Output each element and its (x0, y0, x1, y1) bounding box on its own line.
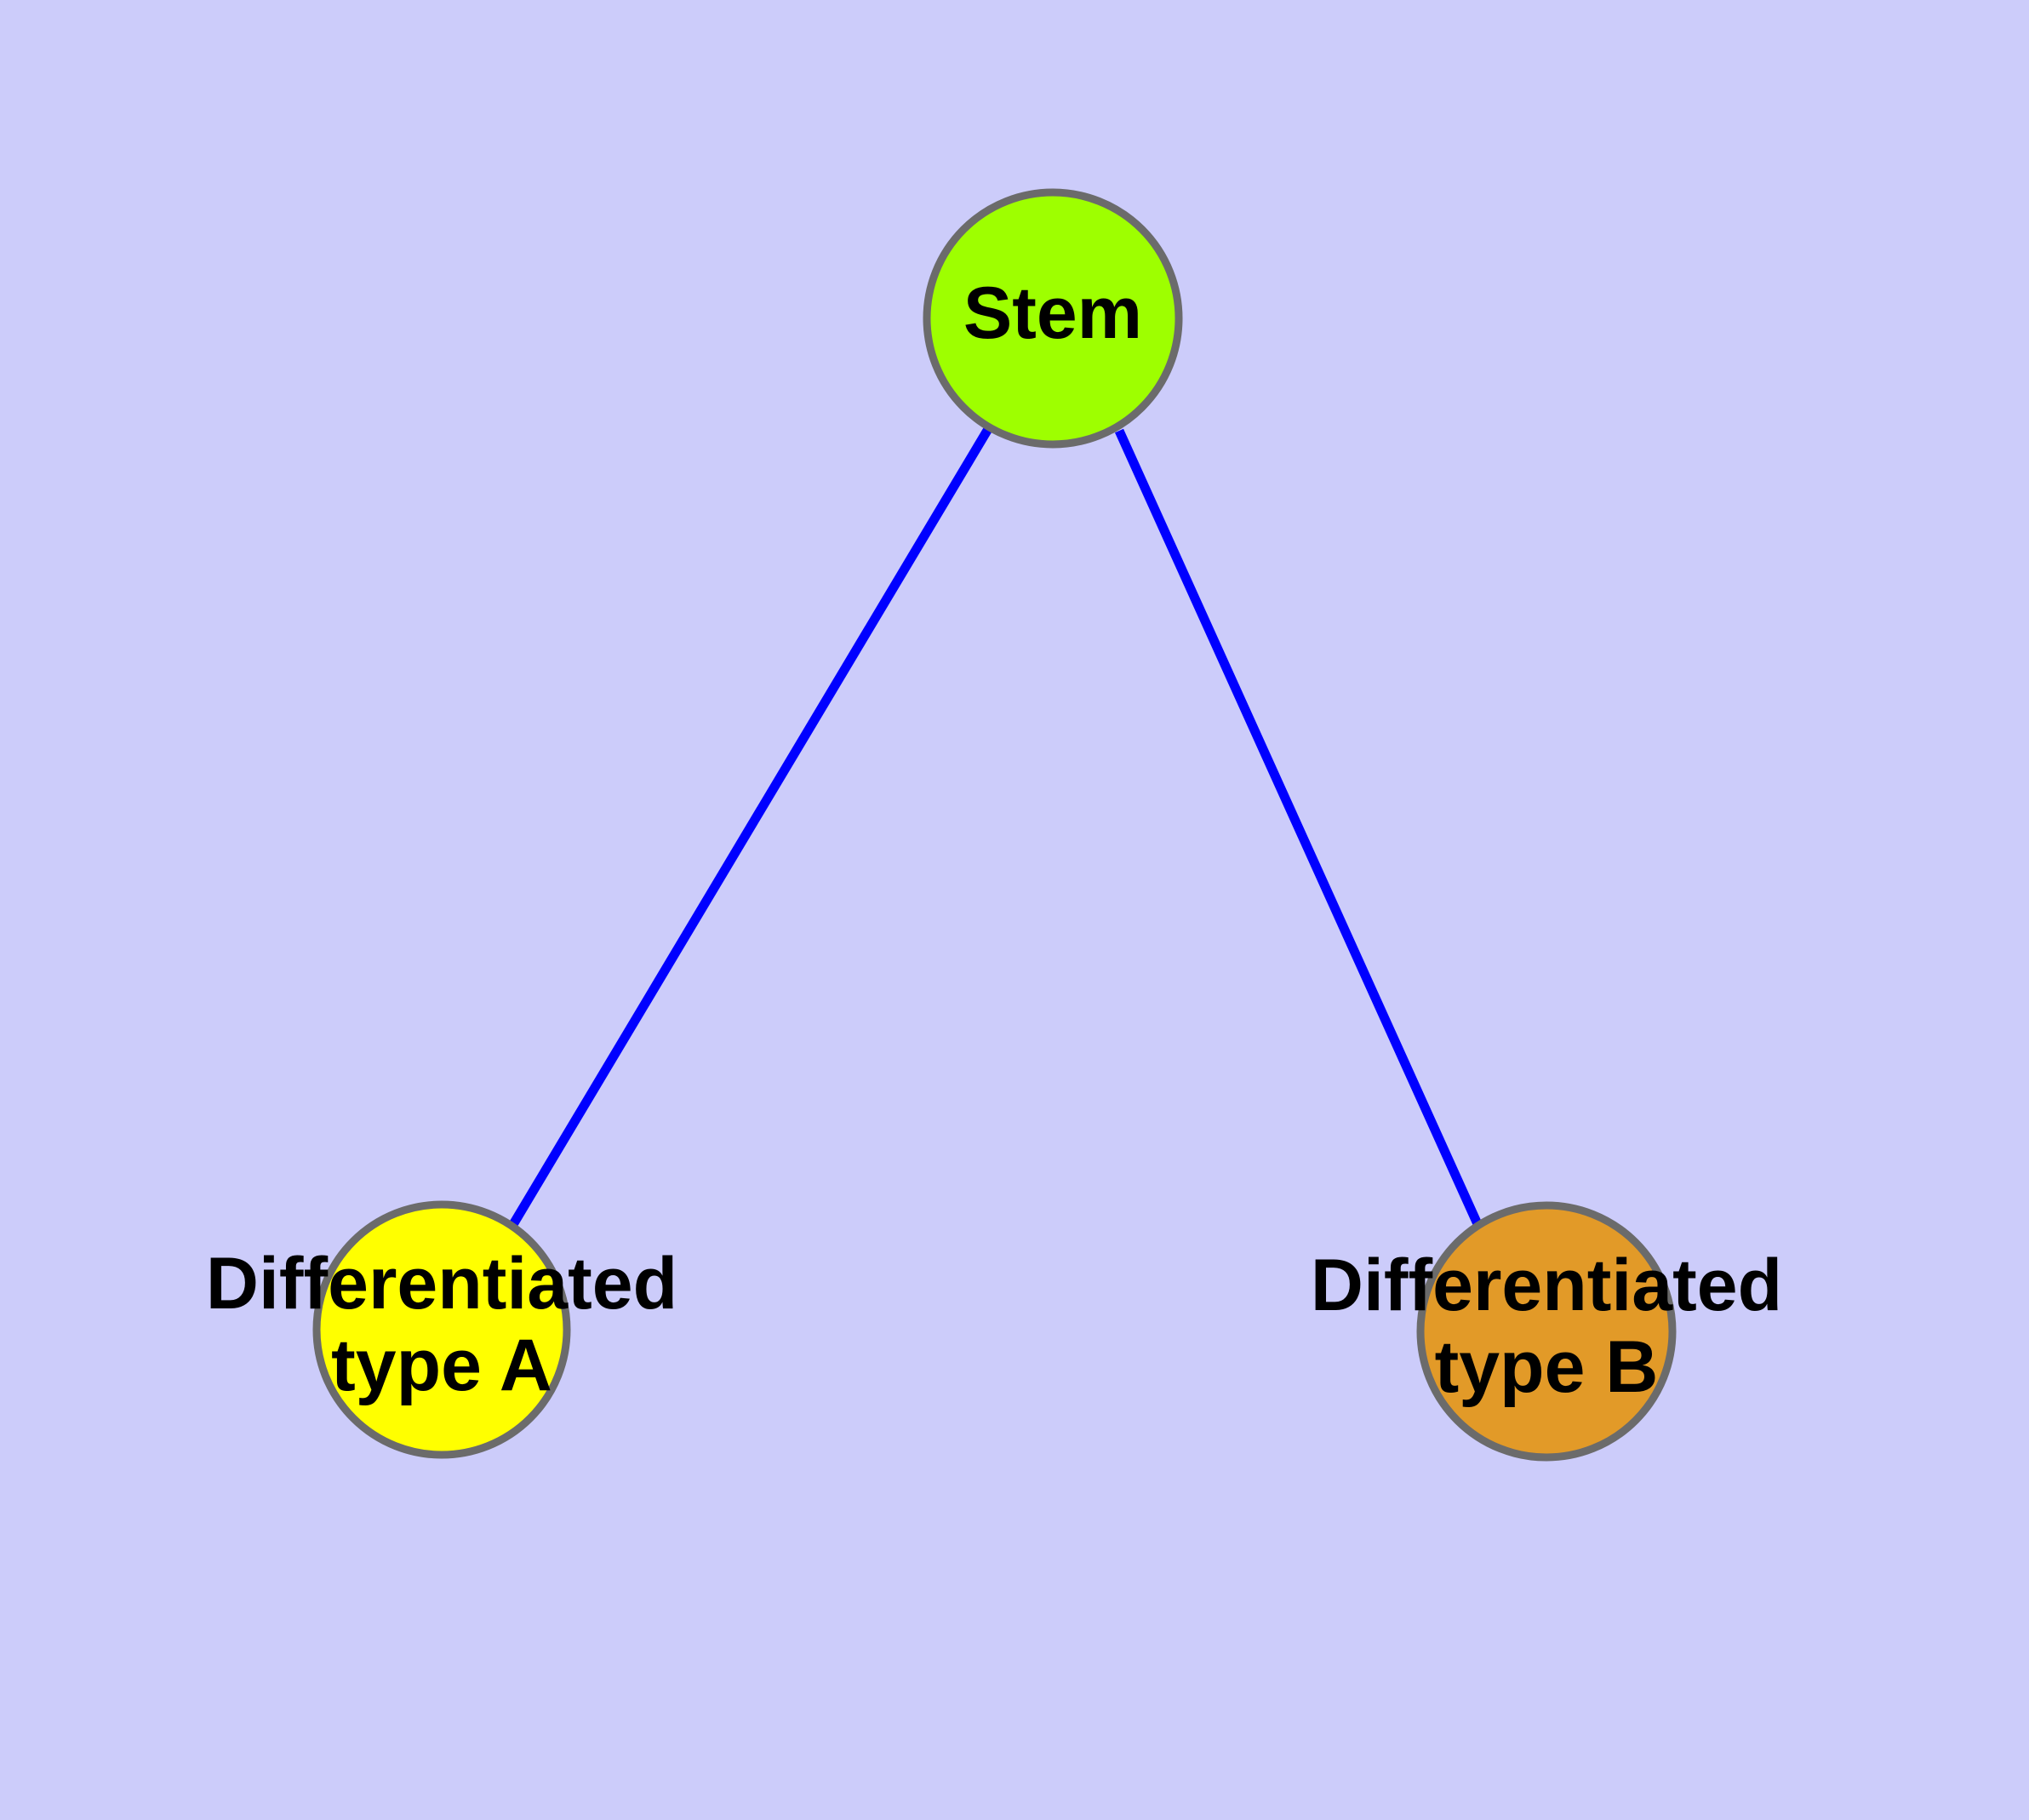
edges-group (508, 426, 1483, 1228)
node-stem-label: Stem (963, 272, 1142, 354)
node-diff-type-b-circle[interactable] (1416, 1201, 1677, 1462)
node-diff-type-a-circle[interactable] (312, 1200, 571, 1459)
node-diff-type-b[interactable] (1416, 1201, 1677, 1462)
node-stem-circle[interactable] (923, 188, 1183, 449)
node-stem[interactable] (923, 188, 1183, 449)
edge-stem-to-type-a[interactable] (508, 426, 992, 1228)
edge-stem-to-type-b[interactable] (1114, 428, 1483, 1228)
node-diff-type-a[interactable] (312, 1200, 571, 1459)
